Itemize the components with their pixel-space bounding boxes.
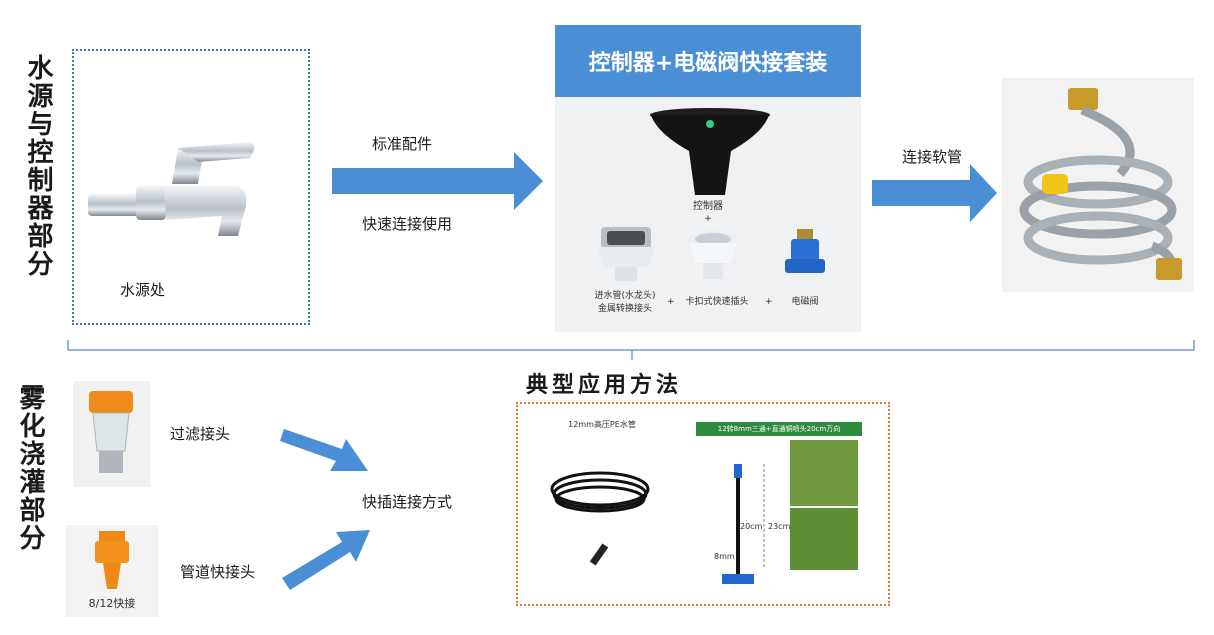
pipe-connector-image: 8/12快接 <box>65 525 159 617</box>
metal-adapter-label-line2: 金属转换接头 <box>597 304 652 314</box>
kit-banner: 控制器+电磁阀快接套装 <box>555 25 861 97</box>
typical-usage-heading: 典型应用方法 <box>526 373 683 398</box>
metal-adapter-label: 进水管(水龙头) 金属转换接头 <box>577 290 673 316</box>
metal-adapter-icon <box>597 227 655 281</box>
hose-image <box>1002 78 1194 292</box>
pipe-connector-caption: 8/12快接 <box>88 597 136 610</box>
water-source-box: 水源处 <box>72 49 310 325</box>
kit-separator-plus-2: + <box>765 297 773 307</box>
kit-separator-plus-1: + <box>667 297 675 307</box>
right-arrow-icon <box>332 152 543 210</box>
water-source-label: 水源处 <box>120 281 166 299</box>
arrow1-bottom-label: 快速连接使用 <box>362 215 453 233</box>
controller-label: 控制器 <box>693 201 723 212</box>
coiled-pipe-icon <box>550 471 650 566</box>
quick-plug-label: 卡扣式快速插头 <box>685 297 749 307</box>
braided-hose-icon <box>1019 88 1182 280</box>
sprinkler-title-banner: 12转8mm三通+直通铜喷头20cm万向 <box>696 422 862 436</box>
dimension-23cm: 23cm <box>768 522 791 531</box>
kit-panel: 控制器 + 进水管(水龙头) 金属转换接头 + 卡扣式快速插头 + 电磁阀 <box>555 97 861 332</box>
dimension-20cm: 20cm <box>740 522 763 531</box>
diagonal-arrow-down-icon <box>280 429 368 471</box>
filter-connector-image <box>73 381 150 487</box>
arrow1-top-label: 标准配件 <box>372 135 433 153</box>
arrow2-label: 连接软管 <box>902 148 963 166</box>
filter-connector-label: 过滤接头 <box>170 425 231 443</box>
metal-adapter-label-line1: 进水管(水龙头) <box>594 291 656 301</box>
quick-plug-icon <box>687 230 739 279</box>
application-example-box: 12mm高压PE水管 12转8mm三通+直通铜喷头20cm万向 20cm 23c… <box>516 402 890 606</box>
solenoid-valve-icon <box>785 229 825 273</box>
diagonal-arrow-up-icon <box>282 530 370 590</box>
pipe-connector-label: 管道快接头 <box>180 563 256 581</box>
controller-icon <box>650 108 770 195</box>
plant-photo-top <box>790 440 858 506</box>
pe-pipe-title: 12mm高压PE水管 <box>568 420 636 429</box>
right-arrow-icon <box>872 164 997 222</box>
section-title-mist-irrigation: 雾化浇灌部分 <box>15 384 45 552</box>
plant-photo-bottom <box>790 508 858 570</box>
filter-connector-icon <box>89 391 133 473</box>
faucet-icon <box>88 142 255 236</box>
section-title-water-controller: 水源与控制器部分 <box>23 54 53 278</box>
pipe-connector-icon <box>95 531 129 589</box>
sprinkler-assembly-icon <box>722 464 765 584</box>
quick-plug-method-label: 快插连接方式 <box>362 493 453 511</box>
dimension-8mm: 8mm <box>714 552 735 561</box>
section-bracket <box>67 340 1195 360</box>
controller-plus: + <box>704 214 712 224</box>
solenoid-valve-label: 电磁阀 <box>791 297 819 307</box>
